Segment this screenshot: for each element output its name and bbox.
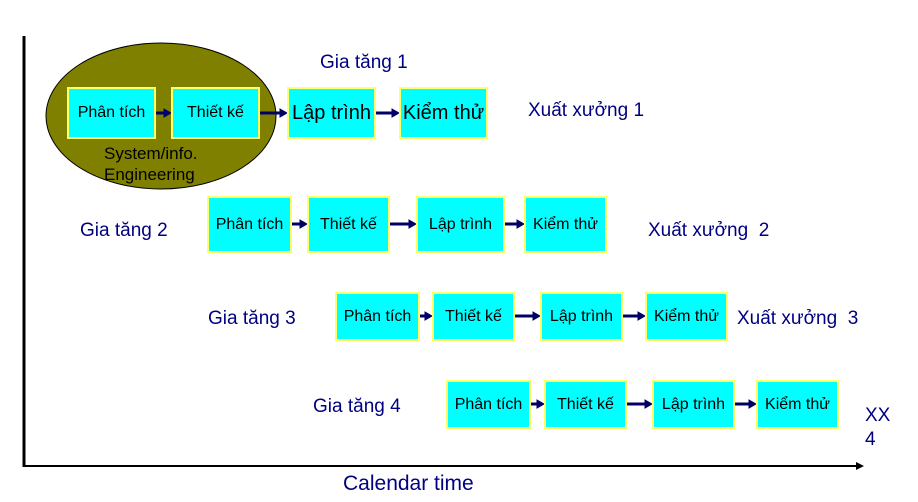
ellipse-label: System/info. Engineering [104,143,198,185]
connector-arrowhead [516,219,526,229]
increment-3-coding: Lập trình [540,292,623,341]
increment-2-release: Xuất xưởng 2 [648,220,770,241]
connector-arrowhead [279,108,289,118]
time-axis-arrowhead [856,462,864,470]
connector-arrowhead [424,311,434,321]
increment-4-design: Thiết kế [544,380,627,429]
increment-1-testing: Kiểm thử [399,87,488,139]
connector-arrowhead [391,108,401,118]
connector-arrowhead [536,399,546,409]
connector-arrowhead [644,399,654,409]
increment-2-coding: Lập trình [416,196,505,253]
connector-arrowhead [299,219,309,229]
increment-1-label: Gia tăng 1 [320,52,408,73]
time-axis-label: Calendar time [343,472,474,495]
increment-2-design: Thiết kế [307,196,390,253]
increment-4-analysis: Phân tích [446,380,531,429]
increment-1-release: Xuất xưởng 1 [528,100,645,121]
increment-4-release-line2: 4 [865,429,876,450]
increment-3-testing: Kiểm thử [645,292,728,341]
connector-arrowhead [532,311,542,321]
increment-4-release: XX 4 [865,404,890,452]
increment-1-design: Thiết kế [171,87,260,139]
increment-3-design: Thiết kế [432,292,515,341]
connector-arrowhead [637,311,647,321]
increment-4-release-line1: XX [865,405,891,426]
connector-arrowhead [748,399,758,409]
increment-3-release: Xuất xưởng 3 [737,308,859,329]
connector-arrowhead [408,219,418,229]
increment-1-analysis: Phân tích [67,87,156,139]
connector-arrowhead [163,108,173,118]
increment-4-testing: Kiểm thử [756,380,839,429]
increment-3-label: Gia tăng 3 [208,308,296,329]
increment-3-analysis: Phân tích [335,292,420,341]
increment-1-coding: Lập trình [287,87,376,139]
increment-2-label: Gia tăng 2 [80,220,168,241]
increment-2-analysis: Phân tích [207,196,292,253]
ellipse-label-line2: Engineering [104,165,195,184]
increment-4-label: Gia tăng 4 [313,396,401,417]
ellipse-label-line1: System/info. [104,144,198,163]
increment-2-testing: Kiểm thử [524,196,607,253]
system-engineering-ellipse [45,42,277,190]
increment-4-coding: Lập trình [652,380,735,429]
